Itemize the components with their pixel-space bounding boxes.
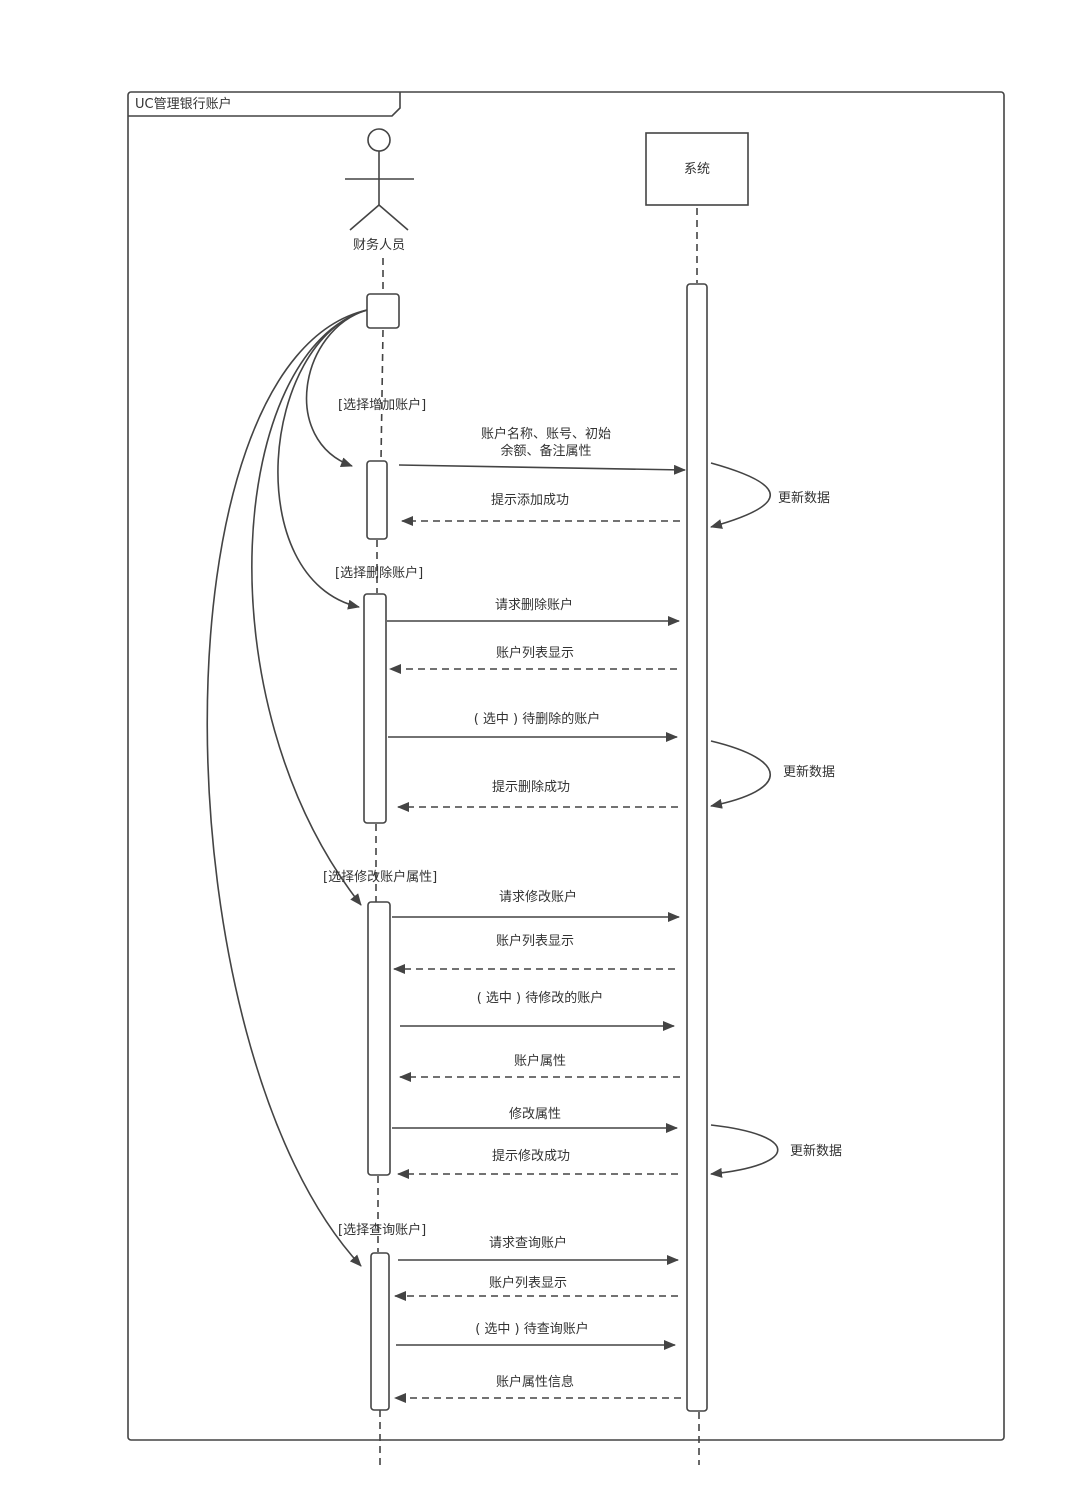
actor-user-icon — [345, 128, 414, 231]
msg-delete-select: ( 选中 ) 待删除的账户 — [474, 711, 601, 727]
user-lifeline — [375, 258, 384, 1465]
msg-modify-change: 修改属性 — [509, 1107, 561, 1122]
msg-modify-ok: 提示修改成功 — [492, 1148, 570, 1164]
msg-modify-request: 请求修改账户 — [499, 889, 577, 905]
actor-user-label: 财务人员 — [353, 237, 405, 253]
msg-delete-request: 请求删除账户 — [495, 597, 573, 613]
msg-delete-ok: 提示删除成功 — [492, 779, 570, 795]
guard-delete: [选择删除账户] — [335, 565, 423, 581]
msg-modify-select: ( 选中 ) 待修改的账户 — [477, 990, 604, 1006]
msg-query-request: 请求查询账户 — [489, 1235, 567, 1251]
branch-curves — [206, 309, 368, 1267]
msg-query-list: 账户列表显示 — [489, 1275, 567, 1291]
system-lifeline — [696, 208, 700, 1465]
msg-delete-list: 账户列表显示 — [496, 645, 574, 661]
user-activation-delete — [363, 593, 387, 824]
msg-self-update-3: 更新数据 — [790, 1143, 842, 1159]
self-update-2 — [710, 740, 772, 809]
msg-add-ok: 提示添加成功 — [491, 492, 569, 508]
msg-self-update-2: 更新数据 — [783, 764, 835, 780]
system-label: 系统 — [684, 162, 710, 177]
msg-query-select: ( 选中 ) 待查询账户 — [475, 1321, 589, 1337]
msg-add-request-line2: 余额、备注属性 — [500, 443, 591, 459]
frame-title-tab — [128, 92, 401, 117]
frame-title: UC管理银行账户 — [135, 96, 232, 112]
msg-modify-list: 账户列表显示 — [496, 933, 574, 949]
user-activation-modify — [367, 901, 391, 1176]
arrow-add-request — [398, 464, 686, 475]
guard-add: [选择增加账户] — [338, 397, 426, 413]
msg-modify-attrs: 账户属性 — [514, 1053, 566, 1069]
user-activation-add — [366, 460, 388, 540]
frame-border — [127, 91, 1005, 1441]
guard-query: [选择查询账户] — [338, 1222, 426, 1238]
user-activation-query — [370, 1252, 390, 1411]
msg-query-info: 账户属性信息 — [496, 1374, 574, 1390]
msg-add-request-line1: 账户名称、账号、初始 — [481, 426, 611, 442]
system-box — [645, 132, 749, 206]
user-initial-box — [366, 293, 400, 329]
msg-self-update-1: 更新数据 — [778, 490, 830, 506]
self-update-3 — [710, 1124, 779, 1178]
self-update-1 — [710, 462, 772, 529]
system-activation — [686, 283, 708, 1412]
guard-modify: [选择修改账户属性] — [323, 869, 437, 885]
